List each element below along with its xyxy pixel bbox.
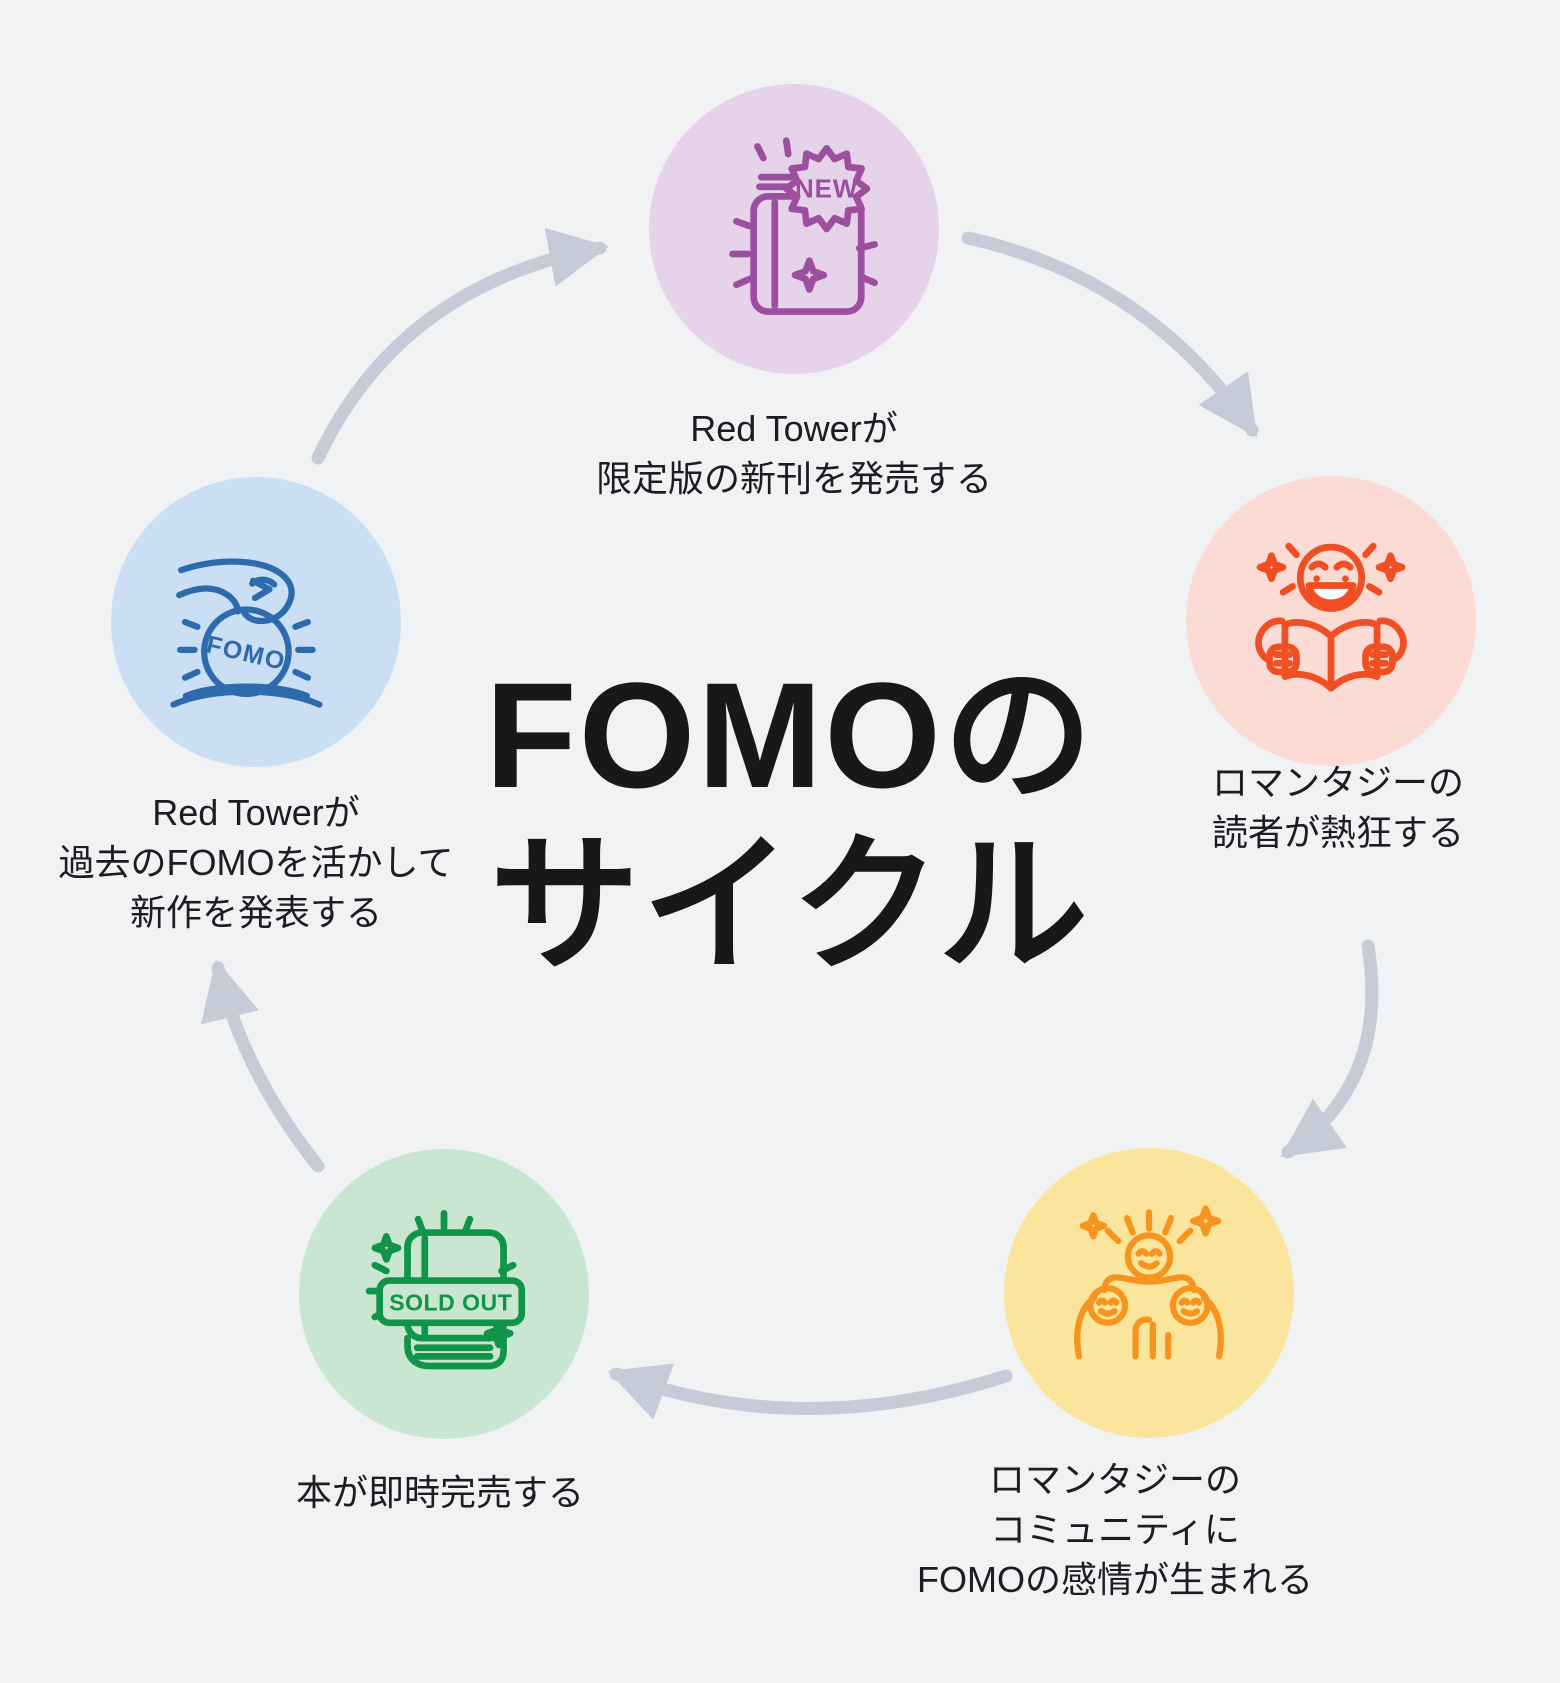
right-raised-arm bbox=[1200, 1294, 1224, 1360]
ray bbox=[1176, 1227, 1194, 1245]
ray bbox=[371, 1261, 390, 1275]
arrow-right-to-bottomright bbox=[1280, 939, 1379, 1159]
excited-reader-icon bbox=[1255, 542, 1407, 692]
ray bbox=[1285, 542, 1300, 559]
ray bbox=[754, 143, 767, 162]
ray bbox=[1123, 1215, 1136, 1236]
ray bbox=[855, 241, 878, 252]
ray bbox=[181, 668, 201, 681]
left-person-head bbox=[1087, 1285, 1129, 1326]
open-book-left-page bbox=[1281, 619, 1335, 692]
celebrating-community-icon bbox=[1074, 1205, 1224, 1360]
wrist-line bbox=[176, 585, 241, 615]
ray bbox=[181, 618, 201, 630]
smile bbox=[1180, 1308, 1201, 1317]
sold-out-book-icon: SOLD OUT bbox=[365, 1210, 526, 1370]
ground-line bbox=[170, 688, 323, 708]
ray bbox=[782, 137, 792, 158]
label-line: Red Towerが bbox=[690, 408, 898, 449]
smile bbox=[1138, 1260, 1160, 1270]
ray bbox=[292, 668, 311, 681]
label-line: Red Towerが bbox=[152, 792, 360, 833]
laughing-mouth bbox=[1305, 582, 1357, 607]
label-line: ロマンタジーの bbox=[1211, 762, 1465, 803]
page-title: FOMOの サイクル bbox=[485, 650, 1095, 990]
ray bbox=[292, 618, 311, 630]
smile bbox=[1097, 1308, 1118, 1317]
happy-eye bbox=[1135, 1248, 1150, 1257]
arrow-bottomright-to-bottomleft bbox=[607, 1363, 1013, 1420]
eye bbox=[1313, 575, 1320, 583]
fomo-ball-text: FOMO bbox=[204, 631, 289, 676]
ray bbox=[733, 217, 754, 230]
node-label-community-fomo: ロマンタジーの コミュニティに FOMOの感情が生まれる bbox=[917, 1455, 1313, 1605]
node-label-leverage-fomo: Red Towerが 過去のFOMOを活かして 新作を発表する bbox=[59, 788, 454, 938]
fomo-ball-icon: FOMO bbox=[170, 558, 323, 708]
node-circle-sold-out: SOLD OUT bbox=[299, 1149, 589, 1439]
node-label-readers-excited: ロマンタジーの 読者が熱狂する bbox=[1212, 758, 1464, 858]
ray bbox=[733, 275, 754, 289]
arrow-bottomleft-to-left bbox=[200, 959, 325, 1173]
left-raised-arm bbox=[1074, 1294, 1098, 1360]
ray bbox=[1279, 583, 1296, 596]
new-book-icon: NEW bbox=[729, 137, 878, 315]
happy-eye bbox=[1178, 1297, 1191, 1306]
node-circle-leverage-fomo: FOMO bbox=[111, 477, 401, 767]
ray bbox=[1162, 1215, 1175, 1236]
sparkle bbox=[371, 1233, 402, 1263]
sold-out-ribbon bbox=[376, 1277, 526, 1327]
label-line: 本が即時完売する bbox=[295, 1472, 585, 1513]
happy-eye bbox=[1107, 1297, 1120, 1306]
label-line: 限定版の新刊を発売する bbox=[595, 458, 993, 499]
open-book-right-page bbox=[1327, 619, 1381, 692]
happy-eye bbox=[1148, 1248, 1163, 1257]
label-line: 過去のFOMOを活かして bbox=[58, 842, 454, 883]
node-label-sold-out: 本が即時完売する bbox=[296, 1468, 584, 1518]
ray bbox=[857, 273, 878, 287]
sparkle bbox=[1079, 1212, 1107, 1240]
ray bbox=[1362, 542, 1377, 559]
sparkle bbox=[1190, 1205, 1222, 1237]
center-person-arms bbox=[1100, 1274, 1198, 1294]
new-badge-text: NEW bbox=[795, 175, 858, 203]
label-line: ロマンタジーの bbox=[988, 1459, 1242, 1500]
label-line: コミュニティに bbox=[990, 1509, 1240, 1550]
arrow-top-to-right bbox=[961, 231, 1259, 438]
new-badge-starburst bbox=[782, 145, 871, 233]
reader-head bbox=[1296, 543, 1366, 612]
sparkle bbox=[1375, 552, 1406, 583]
eye bbox=[1342, 575, 1349, 583]
center-person-head bbox=[1124, 1232, 1174, 1281]
ray bbox=[1104, 1227, 1122, 1245]
sparkle bbox=[791, 257, 828, 293]
ray bbox=[1366, 583, 1383, 596]
paper-fold bbox=[250, 577, 273, 602]
book-page-block bbox=[404, 1334, 507, 1370]
title-line-1: FOMOの bbox=[485, 651, 1095, 819]
label-line: 読者が熱狂する bbox=[1211, 812, 1465, 853]
right-arm bbox=[1376, 617, 1407, 664]
hand-outline bbox=[178, 558, 295, 625]
happy-eye bbox=[1095, 1297, 1108, 1306]
title-line-2: サイクル bbox=[489, 821, 1091, 989]
node-circle-readers-excited bbox=[1186, 476, 1476, 766]
label-line: FOMOの感情が生まれる bbox=[917, 1559, 1313, 1600]
label-line: 新作を発表する bbox=[129, 892, 382, 933]
happy-eye bbox=[1190, 1297, 1203, 1306]
ground-line bbox=[182, 683, 310, 700]
node-label-new-release: Red Towerが 限定版の新刊を発売する bbox=[596, 404, 992, 504]
right-person-head bbox=[1169, 1285, 1211, 1326]
eyebrow bbox=[1333, 560, 1354, 571]
left-arm bbox=[1255, 617, 1286, 664]
node-circle-new-release: NEW bbox=[649, 84, 939, 374]
sparkle bbox=[1256, 552, 1287, 583]
inner-raised-arm bbox=[1132, 1316, 1153, 1360]
arrow-left-to-top bbox=[311, 227, 609, 465]
eyebrow bbox=[1308, 560, 1329, 571]
sold-out-text: SOLD OUT bbox=[389, 1289, 512, 1315]
node-circle-community-fomo bbox=[1004, 1148, 1294, 1438]
